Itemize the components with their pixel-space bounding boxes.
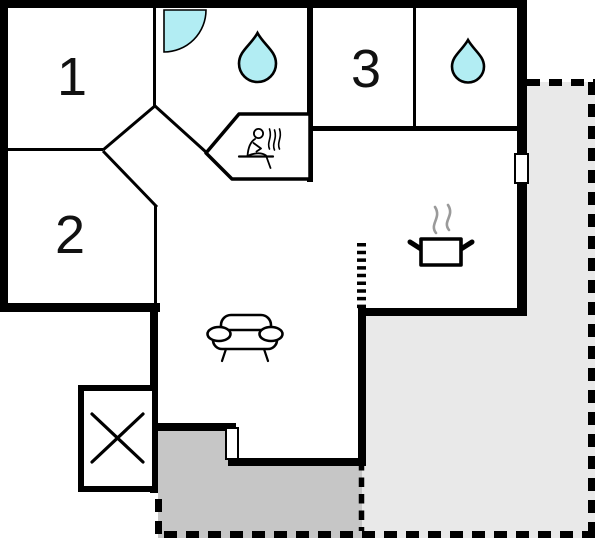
wall-segment <box>152 423 236 431</box>
wall-segment <box>101 149 159 209</box>
cooking-pot-icon <box>407 203 475 267</box>
room-areas <box>8 8 517 458</box>
room-3-label: 3 <box>351 39 381 99</box>
wall-segment <box>413 8 416 130</box>
cross-icon <box>90 412 145 464</box>
wall-segment <box>154 205 157 305</box>
wall-segment <box>8 148 103 151</box>
wall-segment <box>307 0 313 182</box>
bathroom-1-area <box>156 8 307 152</box>
wall-segment <box>310 126 517 131</box>
water-drop-icon <box>237 30 278 84</box>
wall-segment <box>0 0 8 312</box>
sauna-person-icon <box>237 127 282 169</box>
room-1-label: 1 <box>57 47 87 107</box>
patio-area-dark <box>158 430 362 538</box>
wall-segment <box>102 103 157 152</box>
living-area <box>103 105 517 458</box>
wall-segment <box>358 308 366 466</box>
wall-segment <box>358 308 527 316</box>
dashed-border <box>155 79 595 538</box>
steam-icon <box>445 203 452 232</box>
wall-segment <box>0 303 160 312</box>
terrace-area-light <box>362 82 595 538</box>
room-3-area <box>313 8 413 126</box>
sofa-icon <box>206 313 284 363</box>
door-panel <box>225 427 239 460</box>
door-swing-icon <box>163 9 207 53</box>
wall-segment <box>228 458 366 466</box>
room-2-area <box>8 151 157 303</box>
steam-icon <box>432 205 439 235</box>
room-1-area <box>8 8 153 150</box>
wall-segment <box>153 8 156 106</box>
wall-segment <box>153 104 209 155</box>
window-panel <box>514 153 529 184</box>
water-drop-icon <box>450 37 486 84</box>
room-2-label: 2 <box>55 205 85 265</box>
wall-segment <box>0 0 527 8</box>
